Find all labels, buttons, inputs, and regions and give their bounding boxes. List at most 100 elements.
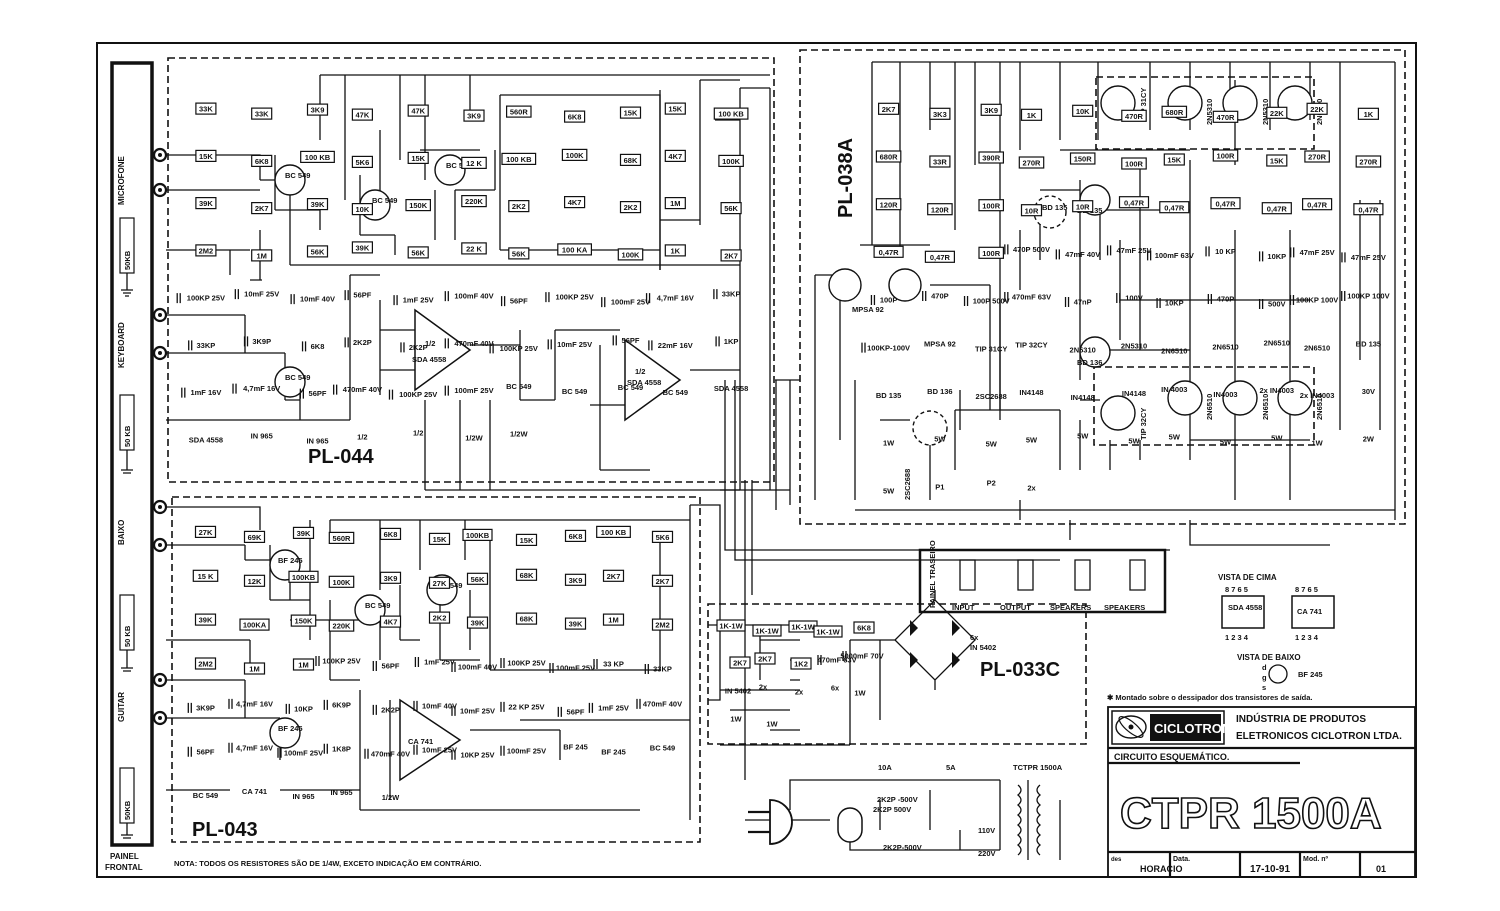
drawing-title: CIRCUITO ESQUEMÁTICO. [1114, 752, 1229, 762]
component-value: 56PF [382, 662, 400, 671]
capacitor-pl043-7: 33KP [644, 664, 672, 674]
resistor-pl038a-12: 33R [929, 155, 951, 168]
semiconductor-pl044-1: BC 549 [562, 387, 587, 396]
resistor-pl043-10: 5K6 [651, 530, 674, 544]
component-value: 1K [1027, 111, 1037, 120]
component-value: 22K [1270, 109, 1284, 118]
component-value: BC 549 [663, 388, 688, 397]
resistor-pl044-26: 150K [405, 199, 431, 212]
component-value: 3K9P [196, 704, 215, 713]
svg-text:1 2 3 4: 1 2 3 4 [1295, 633, 1319, 642]
resistor-pl033c-2: 1K-1W [788, 620, 818, 633]
svg-text:50KB: 50KB [123, 800, 132, 820]
semiconductor-pl038a-8: 2N6510 [1304, 343, 1330, 352]
logo-text: CICLOTRON [1154, 721, 1231, 736]
mod-label: Mod. nº [1303, 856, 1329, 863]
component-value: 15K [433, 535, 447, 544]
capacitor-pl044-25: 470mF 40V [333, 384, 382, 395]
component-value: IN 965 [292, 792, 314, 801]
resistor-pl038a-10: 1K [1357, 107, 1380, 120]
capacitor-pl043-26: 100mF 25V [500, 745, 546, 756]
component-value: 15K [668, 105, 682, 114]
component-value: 1K-1W [719, 622, 743, 631]
semiconductor-pl033c-0: IN 5402 [725, 687, 751, 696]
annotation-pl044-1: 1/2 [413, 429, 423, 438]
resistor-pl038a-6: 680R [1161, 105, 1188, 118]
component-value: 10mF 25V [244, 290, 279, 299]
resistor-pl044-34: 1M [251, 249, 273, 262]
component-value: 4K7 [568, 198, 582, 207]
component-value: 2SC2688 [976, 392, 1007, 401]
svg-text:2SC2688: 2SC2688 [903, 469, 912, 500]
capacitor-pl038a-15: 470P [1207, 294, 1234, 304]
component-value: 3K9 [311, 106, 325, 115]
component-value: P2 [987, 478, 996, 487]
component-value: 2K2P [409, 343, 428, 352]
pot-1: 50KB [119, 217, 135, 274]
component-value: 100KP 25V [500, 344, 538, 353]
svg-text:g: g [1262, 673, 1267, 682]
component-value: 10mF 25V [422, 745, 457, 754]
pot-2: 50 KB [119, 394, 135, 451]
resistor-pl044-10: 100 KB [713, 107, 749, 120]
capacitor-pl044-21: 1KP [715, 336, 738, 347]
semiconductor-pl038a-5: 2N6510 [1161, 346, 1187, 355]
component-value: 100V [1125, 294, 1143, 303]
component-value: 56PF [510, 297, 528, 306]
resistor-pl044-4: 47K [407, 104, 429, 117]
component-value: 27K [199, 528, 213, 537]
svg-text:BC 549: BC 549 [446, 161, 471, 170]
capacitor-pl044-23: 4,7mF 16V [232, 383, 280, 394]
resistor-pl038a-7: 470R [1212, 110, 1239, 123]
component-value: 100KP 25V [399, 390, 437, 399]
front-panel-label-2: FRONTAL [105, 863, 143, 872]
component-value: 270R [1308, 153, 1327, 162]
component-value: TIP 31CY [975, 344, 1007, 353]
resistor-pl038a-31: 0,47R [1301, 198, 1333, 211]
resistor-pl043-3: 560R [328, 531, 355, 545]
component-value: 2N6510 [1304, 343, 1330, 352]
capacitor-pl038a-18: 100KP 100V [1341, 291, 1390, 301]
component-value: 5000mF 70V [840, 652, 883, 661]
svg-text:CA 741: CA 741 [408, 737, 433, 746]
component-value: 3K9 [569, 576, 583, 585]
heatsink-lower [1093, 366, 1315, 446]
annotation-pl038a-7: 5W [1220, 438, 1232, 447]
resistor-pl043-9: 100 KB [596, 525, 631, 539]
component-value: 1K-1W [791, 623, 815, 632]
component-value: 39K [356, 244, 370, 253]
svg-text:10A: 10A [878, 763, 892, 772]
chip-ca741 [1291, 595, 1335, 629]
component-value: 220K [333, 622, 352, 631]
component-value: 39K [199, 616, 213, 625]
component-value: 33 KP [603, 660, 624, 669]
svg-text:IN 5402: IN 5402 [970, 643, 996, 652]
component-value: 4,7mF 16V [243, 384, 280, 393]
svg-text:6x: 6x [970, 633, 979, 642]
annotation-pl033c-5: 1W [766, 720, 778, 729]
component-value: 1/2 [413, 429, 423, 438]
annotation-pl038a-4: 5W [1077, 432, 1089, 441]
component-value: 4,7mF 16V [657, 294, 694, 303]
resistor-pl038a-18: 100R [1212, 149, 1239, 162]
component-value: 1W [883, 439, 895, 448]
component-value: 500V [1268, 300, 1286, 309]
capacitor-pl043-22: 1K8P [323, 743, 351, 754]
capacitor-pl044-7: 100KP 25V [545, 292, 594, 303]
capacitor-pl038a-19: 100KP-100V [861, 342, 910, 353]
svg-text:BF 245: BF 245 [278, 556, 303, 565]
capacitor-pl043-25: 10KP 25V [451, 749, 495, 760]
component-value: 3K9 [984, 106, 998, 115]
component-value: 12K [248, 577, 262, 586]
resistor-pl038a-33: 0,47R [873, 245, 904, 258]
capacitor-pl033c-1: 5000mF 70V [840, 651, 884, 661]
component-value: 6K8 [568, 113, 582, 122]
component-value: 1mF 25V [424, 658, 455, 667]
resistor-pl033c-1: 1K-1W [752, 624, 782, 637]
jack-baixo: BAIXO [117, 499, 168, 553]
component-value: 33KP [722, 290, 741, 299]
component-value: 5W [1026, 436, 1038, 445]
component-value: 470P [931, 292, 949, 301]
component-value: 100mF 25V [284, 748, 323, 757]
component-value: 5W [883, 486, 895, 495]
